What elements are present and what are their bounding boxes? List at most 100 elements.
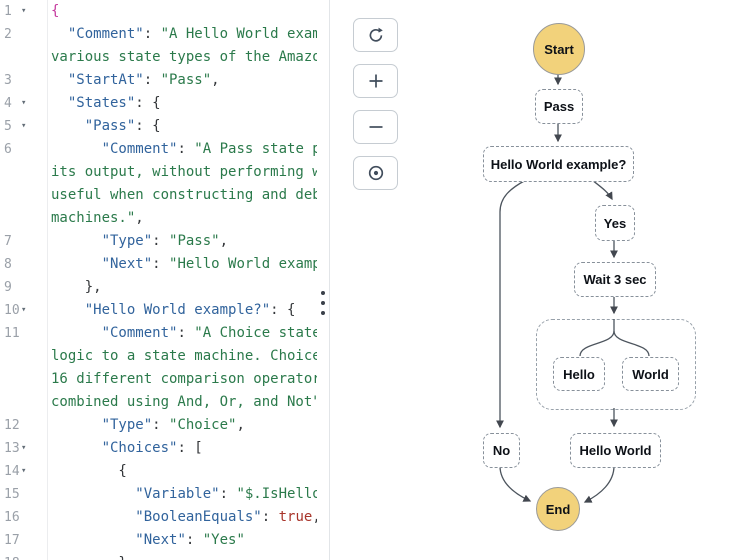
gutter-row: 15 <box>0 483 47 506</box>
code-line[interactable]: }, <box>48 552 317 560</box>
node-choice-label: Hello World example? <box>490 156 627 172</box>
node-start[interactable]: Start <box>533 23 585 75</box>
node-end-label: End <box>545 501 571 517</box>
code-line[interactable]: various state types of the Amazon States… <box>51 49 317 65</box>
node-pass-label: Pass <box>543 99 575 114</box>
node-yes-label: Yes <box>603 215 627 231</box>
code-line[interactable]: "Variable": "$.IsHelloWorldExample", <box>135 486 317 502</box>
gutter-row <box>0 161 47 184</box>
pane-resize-handle[interactable] <box>317 0 330 560</box>
gutter-row: 7 <box>0 230 47 253</box>
line-number: 9 <box>4 280 12 295</box>
code-line[interactable]: "Type": "Choice", <box>101 417 245 433</box>
code-line[interactable]: "Comment": "A Pass state passes its inpu… <box>101 141 317 157</box>
gutter-row: 16 <box>0 506 47 529</box>
node-no-label: No <box>492 443 511 458</box>
gutter-row: 5▾ <box>0 115 47 138</box>
editor-code-area[interactable]: { "Comment": "A Hello World example demo… <box>48 0 317 560</box>
zoom-in-button[interactable] <box>353 64 398 98</box>
gutter-row: 10▾ <box>0 299 47 322</box>
gutter-row: 14▾ <box>0 460 47 483</box>
refresh-icon <box>369 27 383 42</box>
gutter-row <box>0 46 47 69</box>
node-world[interactable]: World <box>622 357 679 391</box>
center-view-button[interactable] <box>353 156 398 190</box>
gutter-row: 17 <box>0 529 47 552</box>
node-no[interactable]: No <box>483 433 520 468</box>
line-number: 8 <box>4 257 12 272</box>
code-line[interactable]: "Comment": "A Hello World example demons… <box>67 26 317 42</box>
code-line[interactable]: "StartAt": "Pass", <box>67 72 220 88</box>
gutter-row <box>0 345 47 368</box>
node-hello[interactable]: Hello <box>553 357 605 391</box>
node-wait[interactable]: Wait 3 sec <box>574 262 656 297</box>
fold-toggle-icon[interactable]: ▾ <box>21 305 27 315</box>
fold-toggle-icon[interactable]: ▾ <box>21 443 27 453</box>
line-number: 15 <box>4 487 20 502</box>
code-line[interactable]: { <box>51 463 127 479</box>
line-number: 10 <box>4 303 20 318</box>
gutter-row <box>0 184 47 207</box>
line-number: 6 <box>4 142 12 157</box>
node-yes[interactable]: Yes <box>595 205 635 241</box>
line-number: 14 <box>4 464 20 479</box>
node-helloworld[interactable]: Hello World <box>570 433 661 468</box>
gutter-row: 11 <box>0 322 47 345</box>
drag-dot-icon <box>321 311 325 315</box>
fold-toggle-icon[interactable]: ▾ <box>21 98 27 108</box>
code-line[interactable]: useful when constructing and debugging s… <box>51 187 317 203</box>
code-line[interactable]: 16 different comparison operators, and c… <box>51 371 317 387</box>
drag-dot-icon <box>321 301 325 305</box>
code-line[interactable]: "Choices": [ <box>101 440 203 456</box>
gutter-row: 2 <box>0 23 47 46</box>
line-number: 5 <box>4 119 12 134</box>
drag-dot-icon <box>321 291 325 295</box>
code-line[interactable]: "Next": "Hello World example?" <box>101 256 317 272</box>
gutter-row: 1▾ <box>0 0 47 23</box>
code-line[interactable]: "Next": "Yes" <box>135 532 245 548</box>
gutter-row: 3 <box>0 69 47 92</box>
zoom-out-button[interactable] <box>353 110 398 144</box>
code-line[interactable]: "Pass": { <box>84 118 161 134</box>
node-pass[interactable]: Pass <box>535 89 583 124</box>
code-line[interactable]: combined using And, Or, and Not", <box>51 394 317 410</box>
code-line[interactable]: "Comment": "A Choice state adds branchin… <box>101 325 317 341</box>
line-number: 7 <box>4 234 12 249</box>
node-world-label: World <box>632 366 669 382</box>
workflow-graph-pane <box>330 0 736 560</box>
code-line[interactable]: machines.", <box>51 210 144 226</box>
code-line[interactable]: "Type": "Pass", <box>101 233 229 249</box>
node-hello-label: Hello <box>563 366 595 382</box>
gutter-row <box>0 207 47 230</box>
code-line[interactable]: { <box>51 3 60 19</box>
refresh-graph-button[interactable] <box>353 18 398 52</box>
line-number: 11 <box>4 326 20 341</box>
line-number: 12 <box>4 418 20 433</box>
code-line[interactable]: }, <box>51 279 102 295</box>
node-start-label: Start <box>544 41 574 57</box>
node-end[interactable]: End <box>536 487 580 531</box>
parallel-state-container[interactable] <box>536 319 696 410</box>
code-line[interactable]: "BooleanEquals": true, <box>135 509 317 525</box>
line-number: 4 <box>4 96 12 111</box>
fold-toggle-icon[interactable]: ▾ <box>21 121 27 131</box>
code-line[interactable]: "States": { <box>67 95 161 111</box>
gutter-row: 12 <box>0 414 47 437</box>
node-choice[interactable]: Hello World example? <box>483 146 634 182</box>
gutter-row <box>0 391 47 414</box>
gutter-row: 8 <box>0 253 47 276</box>
code-line[interactable]: logic to a state machine. Choice rules c… <box>51 348 317 364</box>
line-number: 2 <box>4 27 12 42</box>
zoom-out-icon <box>369 126 382 128</box>
code-line[interactable]: "Hello World example?": { <box>84 302 296 318</box>
center-view-icon <box>368 165 383 181</box>
fold-toggle-icon[interactable]: ▾ <box>21 466 27 476</box>
zoom-in-icon <box>369 74 382 88</box>
node-helloworld-label: Hello World <box>579 443 652 458</box>
fold-toggle-icon[interactable]: ▾ <box>21 6 27 16</box>
gutter-row: 6 <box>0 138 47 161</box>
gutter-row: 9 <box>0 276 47 299</box>
code-line[interactable]: its output, without performing work. Pas… <box>51 164 317 180</box>
